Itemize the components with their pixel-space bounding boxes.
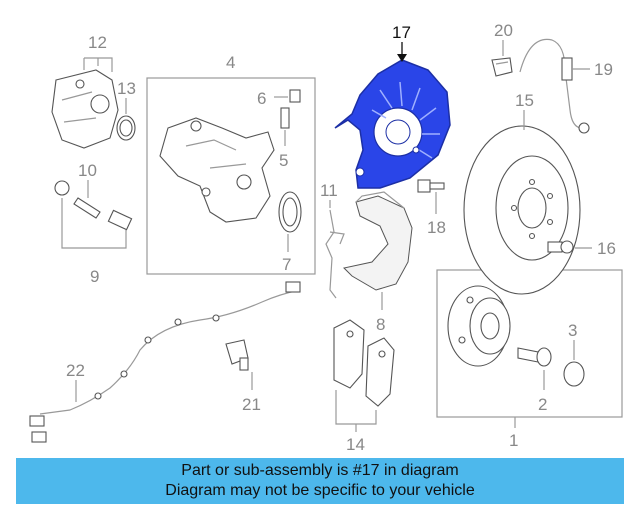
callout-1: 1 <box>509 431 518 450</box>
banner-line-1: Part or sub-assembly is #17 in diagram <box>181 462 459 479</box>
banner-line-2: Diagram may not be specific to your vehi… <box>165 482 475 499</box>
callout-21: 21 <box>242 395 261 414</box>
leader-9 <box>61 198 127 249</box>
anti-rattle-spring-part-11[interactable] <box>325 209 345 299</box>
callout-6: 6 <box>257 89 266 108</box>
bolt-part-18[interactable] <box>417 179 445 193</box>
leader-17-arrow <box>397 54 407 62</box>
callout-17: 17 <box>392 23 411 42</box>
dust-cap-part-3[interactable] <box>563 361 585 387</box>
brake-pads-part-14[interactable] <box>333 319 395 407</box>
callout-7: 7 <box>282 255 291 274</box>
callout-3: 3 <box>568 321 577 340</box>
callout-10: 10 <box>78 161 97 180</box>
callout-13: 13 <box>117 79 136 98</box>
callout-11: 11 <box>320 181 338 200</box>
wheel-hub-part-1[interactable] <box>447 285 511 367</box>
abs-sensor-harness-part-22[interactable] <box>29 281 301 443</box>
seal-part-7[interactable] <box>278 191 302 233</box>
callout-16: 16 <box>597 239 616 258</box>
callout-20: 20 <box>494 21 513 40</box>
brake-hose-part-19[interactable] <box>519 38 590 134</box>
callout-18: 18 <box>427 218 446 237</box>
info-banner: Part or sub-assembly is #17 in diagram D… <box>16 458 624 504</box>
callout-5: 5 <box>279 151 288 170</box>
callout-4: 4 <box>226 53 235 72</box>
splash-shield-part-17[interactable] <box>334 59 451 189</box>
seal-part-13[interactable] <box>116 115 136 141</box>
callout-8: 8 <box>376 315 385 334</box>
caliper-carrier-part-4[interactable] <box>159 117 275 223</box>
hub-bolt-part-2[interactable] <box>517 347 552 367</box>
caliper-part-12[interactable] <box>51 69 119 149</box>
brake-rotor-part-15[interactable] <box>463 125 581 295</box>
callout-14: 14 <box>346 435 365 454</box>
carrier-bracket-part-8[interactable] <box>342 191 413 291</box>
sensor-bracket-part-21[interactable] <box>225 339 249 371</box>
callout-2: 2 <box>538 395 547 414</box>
callout-19: 19 <box>594 60 613 79</box>
caliper-group-box <box>146 77 316 275</box>
callout-15: 15 <box>515 91 534 110</box>
bleeder-cap-part-6[interactable] <box>289 89 301 103</box>
bolt-part-16[interactable] <box>547 240 574 254</box>
leader-12 <box>83 57 113 72</box>
bleeder-screw-part-5[interactable] <box>280 107 290 129</box>
guide-pin-part-10[interactable] <box>54 180 133 231</box>
callout-22: 22 <box>66 361 85 380</box>
callout-9: 9 <box>90 267 99 286</box>
callout-12: 12 <box>88 33 107 52</box>
clip-part-20[interactable] <box>491 57 513 77</box>
parts-diagram: 17 20 19 15 16 18 12 13 4 6 5 7 10 9 11 … <box>29 21 623 454</box>
